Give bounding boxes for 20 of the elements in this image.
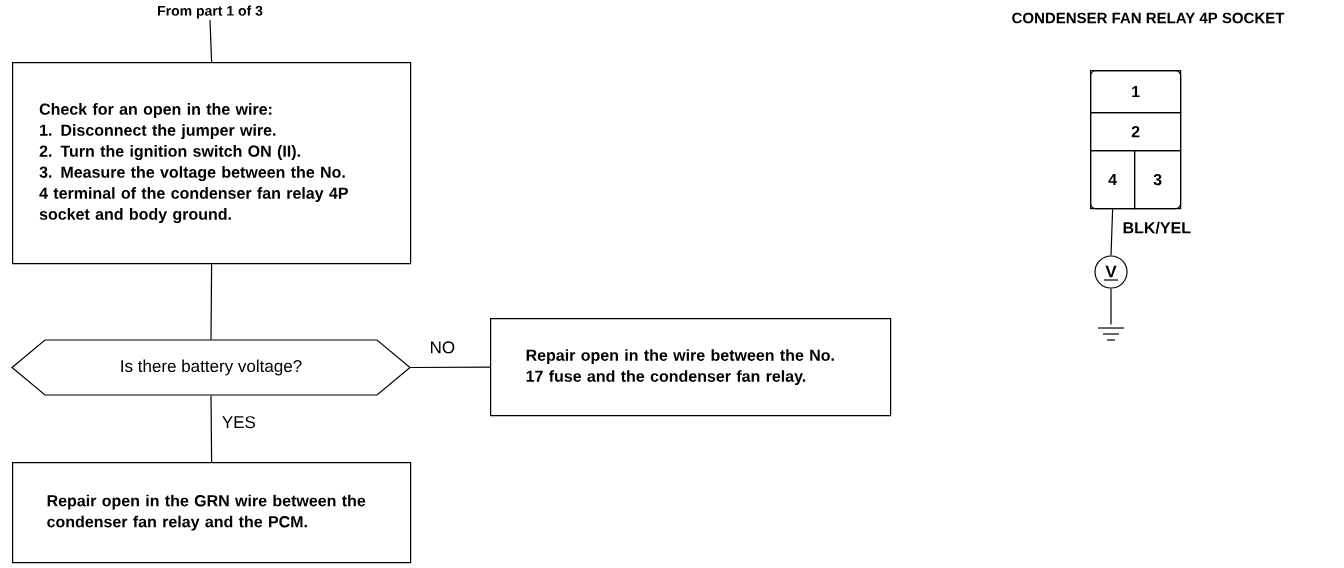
process-box: Repair open in the GRN wire between the condenser fan relay and the PCM. [12,462,412,564]
terminal-cell: 4 [1090,150,1136,210]
process-box: Check for an open in the wire: 1. Disconnect the jumper wire. 2. Turn the ignition switch ON (II). 3. Measure the voltage between the No. 4 terminal of the condenser fan relay 4P socket and body ground. [12,62,412,265]
connector-line [210,263,213,340]
connector-line [210,395,213,463]
ground-symbol [1097,327,1125,341]
terminal-cell: 3 [1134,150,1182,210]
terminal-cell: 1 [1090,70,1182,114]
edge-label: BLK/YEL [1121,220,1192,235]
edge-label: NO [428,340,457,355]
drawing-title: CONDENSER FAN RELAY 4P SOCKET [1012,12,1285,24]
connector-line [209,19,213,63]
decision-hexagon: Is there battery voltage? [11,339,411,396]
terminal-cell: 2 [1090,112,1182,152]
edge-label: YES [220,415,257,430]
process-box: Repair open in the wire between the No. 17 fuse and the condenser fan relay. [490,318,892,417]
connector-text: From part 1 of 3 [158,5,263,19]
connector-line [410,366,491,369]
connector-line [1110,208,1114,256]
connector-line [1110,288,1112,325]
